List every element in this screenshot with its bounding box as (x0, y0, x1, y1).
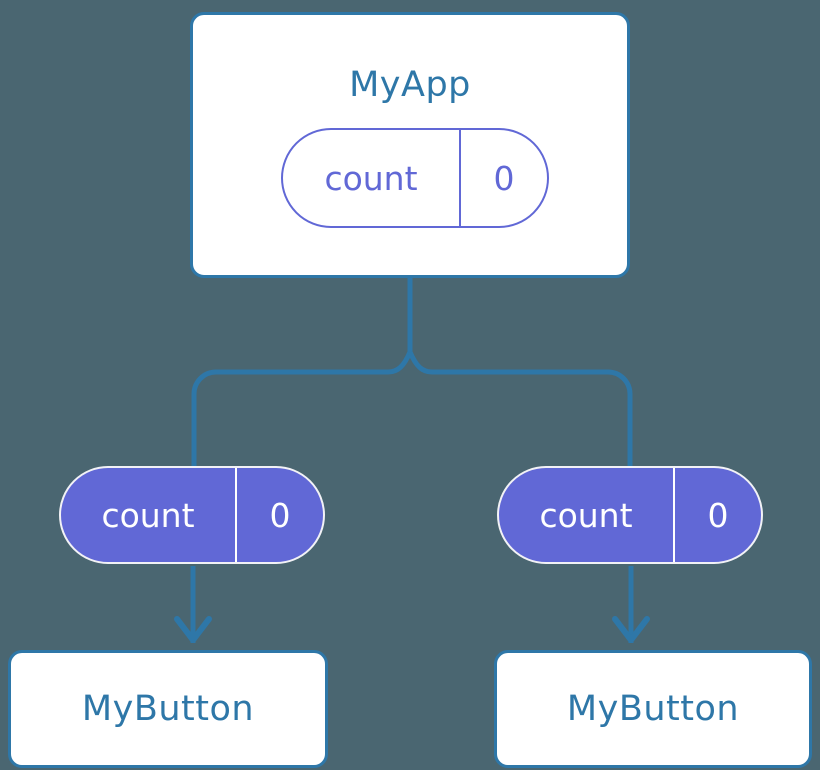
child-prop-pill-right[interactable]: count 0 (497, 466, 763, 564)
component-node-child-right[interactable]: MyButton (494, 650, 812, 768)
arrow-head-right-icon (612, 616, 650, 643)
arrow-head-left-icon (174, 616, 212, 643)
child-prop-key-right: count (499, 468, 675, 562)
root-component-title: MyApp (349, 65, 471, 105)
component-node-root[interactable]: MyApp count 0 (190, 12, 630, 278)
connector-branch-right (407, 350, 633, 466)
child-prop-value-left: 0 (269, 495, 291, 535)
root-state-value: 0 (493, 158, 515, 198)
connector-branch-left (191, 350, 413, 466)
root-state-key: count (283, 130, 461, 226)
root-state-pill[interactable]: count 0 (281, 128, 549, 228)
child-prop-key-left: count (61, 468, 237, 562)
child-component-title-left: MyButton (81, 689, 255, 729)
component-node-child-left[interactable]: MyButton (8, 650, 328, 768)
child-component-title-right: MyButton (566, 689, 740, 729)
child-prop-pill-left[interactable]: count 0 (59, 466, 325, 564)
child-prop-value-right: 0 (707, 495, 729, 535)
